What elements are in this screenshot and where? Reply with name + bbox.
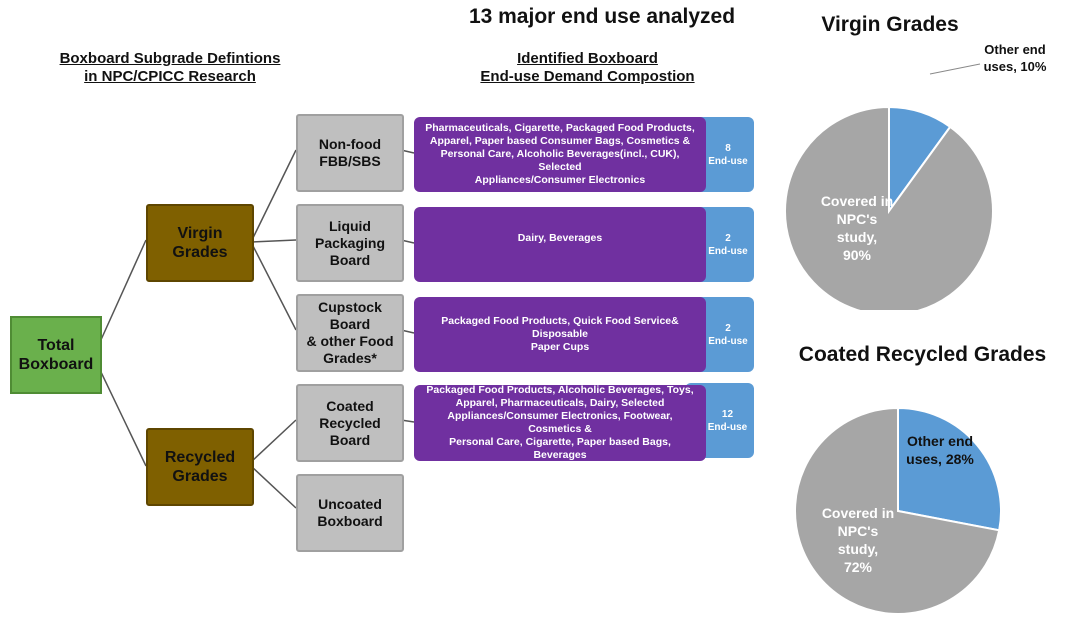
subgrade-definitions-header: Boxboard Subgrade Defintions in NPC/CPIC… — [50, 50, 290, 86]
end-use-line: Personal Care, Cigarette, Paper based Ba… — [449, 436, 671, 461]
pie-label-line: Other end — [984, 42, 1045, 57]
pie-label-line: NPC's — [838, 523, 879, 539]
nonfood-fbb-sbs-node: Non-food FBB/SBS — [296, 114, 404, 192]
end-use-unit: End-use — [708, 245, 748, 257]
pie-label-line: Covered in — [821, 193, 893, 209]
end-use-count: 2 — [725, 322, 731, 334]
end-use-line: Packaged Food Products, Quick Food Servi… — [441, 315, 679, 340]
node-label-line: Non-food — [318, 136, 382, 152]
virgin-grades-pie-chart: Other end uses, 10% Covered in NPC's study, 9… — [784, 42, 1047, 310]
main-title: 13 major end use analyzed — [468, 5, 736, 28]
pie-label-other-end-uses: Other end uses, 28% — [906, 433, 974, 467]
end-use-line: Pharmaceuticals, Cigarette, Packaged Foo… — [425, 122, 695, 134]
connector-virgin-cupstock — [250, 241, 297, 331]
node-label-line: FBB/SBS — [319, 153, 381, 169]
end-use-count: 2 — [725, 232, 731, 244]
node-label-line: & other Food — [306, 333, 394, 349]
pie-label-covered-in-study: Covered in NPC's study, 90% — [821, 193, 893, 263]
pie-label-line: study, — [837, 229, 877, 245]
connector-virgin-nonfood — [250, 149, 297, 243]
liquid-packaging-board-node: Liquid Packaging Board — [296, 204, 404, 282]
end-use-unit: End-use — [708, 335, 748, 347]
pie-slice-covered-in-study — [784, 105, 994, 310]
connector-virgin-liquid — [250, 239, 297, 243]
pie-label-line: Covered in — [822, 505, 894, 521]
node-label-line: Grades — [172, 468, 228, 485]
node-label-line: Uncoated — [318, 496, 382, 512]
node-label-line: Grades* — [323, 350, 377, 366]
node-label-line: Packaging — [314, 234, 386, 251]
end-use-list-bar: Pharmaceuticals, Cigarette, Packaged Foo… — [414, 117, 706, 192]
coated-recycled-board-node: Coated Recycled Board — [296, 384, 404, 462]
pie-label-line: Other end — [907, 433, 973, 449]
end-use-unit: End-use — [708, 155, 748, 167]
end-use-line: Dairy, Beverages — [517, 232, 603, 244]
pie-label-line: 72% — [844, 559, 873, 575]
node-label-line: Board — [329, 431, 371, 448]
connector-root-recycled — [99, 369, 147, 467]
pie-label-line: uses, 10% — [984, 59, 1047, 74]
header-line: in NPC/CPICC Research — [84, 68, 256, 85]
coated-recycled-pie-chart: Other end uses, 28% Covered in NPC's study, 7… — [794, 406, 1002, 615]
node-label-line: Board — [329, 251, 371, 268]
node-label-line: Boxboard — [18, 356, 94, 373]
virgin-grades-pie-title: Virgin Grades — [821, 13, 959, 36]
node-label-line: Cupstock Board — [318, 299, 382, 332]
uncoated-boxboard-node: Uncoated Boxboard — [296, 474, 404, 552]
end-use-line: Packaged Food Products, Alcoholic Bevera… — [426, 384, 694, 396]
end-use-unit: End-use — [707, 421, 748, 433]
pie-label-line: uses, 28% — [906, 451, 974, 467]
pie-slice-covered-in-study — [794, 406, 1001, 615]
end-use-line: Apparel, Paper based Consumer Bags, Cosm… — [429, 135, 691, 147]
virgin-grades-node: Virgin Grades — [146, 204, 254, 282]
end-use-count: 12 — [721, 408, 734, 420]
connector-recycled-uncoated — [250, 465, 297, 509]
node-label-line: Boxboard — [317, 513, 383, 529]
pie-slice-other-end-uses — [897, 406, 1002, 532]
end-use-line: Paper Cups — [530, 341, 590, 353]
node-label-line: Liquid — [329, 217, 371, 234]
node-label-line: Recycled — [164, 449, 236, 466]
recycled-grades-node: Recycled Grades — [146, 428, 254, 506]
end-use-line: Appliances/Consumer Electronics — [474, 174, 646, 186]
end-use-list-bar: Packaged Food Products, Alcoholic Bevera… — [414, 384, 706, 461]
node-label: Virgin Grades — [172, 225, 228, 261]
header-line: Boxboard Subgrade Defintions — [59, 50, 281, 67]
end-use-line: Apparel, Pharmaceuticals, Dairy, Selecte… — [455, 397, 665, 409]
pie-label-leader-line — [929, 63, 981, 75]
connector-root-virgin — [99, 239, 147, 343]
end-use-list-bar: Packaged Food Products, Quick Food Servi… — [414, 297, 706, 372]
pie-label-line: NPC's — [837, 211, 878, 227]
end-use-count: 8 — [725, 142, 731, 154]
node-label-line: Total — [37, 337, 75, 354]
pie-label-other-end-uses: Other end uses, 10% — [984, 42, 1047, 74]
header-line: End-use Demand Compostion — [480, 68, 695, 85]
pie-label-line: 90% — [843, 247, 872, 263]
end-use-list-bar: Dairy, Beverages — [414, 207, 706, 282]
total-boxboard-node: Total Boxboard — [10, 316, 102, 394]
end-use-demand-header: Identified Boxboard End-use Demand Compo… — [455, 50, 720, 86]
node-label-line: Coated Recycled — [319, 397, 381, 431]
cupstock-board-node: Cupstock Board & other Food Grades* — [296, 294, 404, 372]
pie-label-line: study, — [838, 541, 878, 557]
end-use-line: Personal Care, Alcoholic Beverages(incl.… — [440, 148, 680, 173]
end-use-line: Appliances/Consumer Electronics, Footwea… — [447, 410, 673, 435]
header-line: Identified Boxboard — [517, 50, 658, 67]
coated-recycled-pie-title: Coated Recycled Grades — [798, 343, 1047, 366]
connector-recycled-crb — [250, 419, 297, 463]
pie-label-covered-in-study: Covered in NPC's study, 72% — [822, 505, 894, 575]
